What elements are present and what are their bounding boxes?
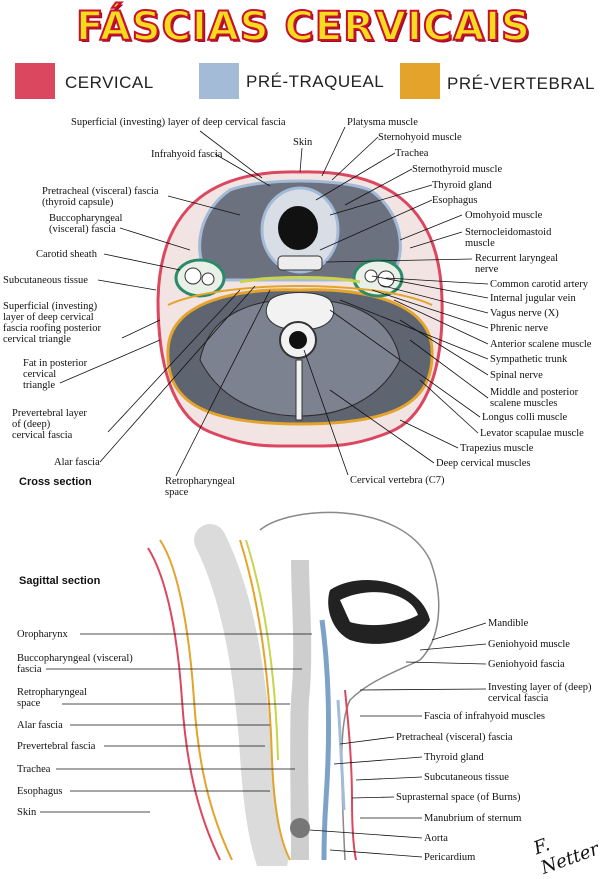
label-skin: Skin	[293, 137, 313, 148]
label-infrahyoid-fascia: Infrahyoid fascia	[151, 149, 223, 160]
label-carotid-sheath: Carotid sheath	[36, 249, 97, 260]
label-middle-scalene-sub: scalene muscles	[490, 398, 558, 409]
legend-swatch-prevertebral	[400, 63, 440, 99]
label-sag-buccopharyngeal-sub: fascia	[17, 664, 42, 675]
label-superficial-layer: Superficial (investing) layer of deep ce…	[71, 117, 286, 128]
label-suprasternal-space: Suprasternal space (of Burns)	[396, 792, 521, 803]
label-recurrent-laryngeal: Recurrent laryngeal	[475, 253, 559, 264]
label-pretracheal-fascia-sub: (thyroid capsule)	[42, 197, 114, 208]
cross-section-caption: Cross section	[19, 476, 92, 488]
label-sag-prevertebral-fascia: Prevertebral fascia	[17, 741, 96, 752]
label-roof-fascia-3: fascia roofing posterior	[3, 323, 101, 334]
label-buccopharyngeal-fascia-sub: (visceral) fascia	[49, 224, 116, 235]
label-manubrium: Manubrium of sternum	[424, 813, 522, 824]
legend-label-cervical: CERVICAL	[65, 73, 154, 92]
label-omohyoid: Omohyoid muscle	[465, 210, 543, 221]
label-recurrent-laryngeal-sub: nerve	[475, 264, 499, 275]
label-sag-thyroid: Thyroid gland	[424, 752, 484, 763]
label-mandible: Mandible	[488, 618, 529, 629]
label-longus-colli: Longus colli muscle	[482, 412, 568, 423]
label-levator-scapulae: Levator scapulae muscle	[480, 428, 584, 439]
label-aorta: Aorta	[424, 833, 448, 844]
label-sag-trachea: Trachea	[17, 764, 51, 775]
legend-swatch-pretracheal	[199, 63, 239, 99]
label-sag-buccopharyngeal: Buccopharyngeal (visceral)	[17, 653, 133, 664]
label-sag-retropharyngeal: Retropharyngeal	[17, 687, 87, 698]
label-pericardium: Pericardium	[424, 852, 476, 863]
label-fat-posterior-1: Fat in posterior	[23, 358, 88, 369]
label-trapezius: Trapezius muscle	[460, 443, 534, 454]
label-buccopharyngeal-fascia: Buccopharyngeal	[49, 213, 123, 224]
label-retropharyngeal-space-sub: space	[165, 487, 189, 498]
label-sag-esophagus: Esophagus	[17, 786, 63, 797]
label-sag-alar-fascia: Alar fascia	[17, 720, 63, 731]
label-fascia-infrahyoid: Fascia of infrahyoid muscles	[424, 711, 546, 722]
legend-label-prevertebral: PRÉ-VERTEBRAL	[447, 74, 595, 93]
label-pretracheal-fascia: Pretracheal (visceral) fascia	[42, 186, 159, 197]
label-geniohyoid-fascia: Geniohyoid fascia	[488, 659, 565, 670]
legend-swatch-cervical	[15, 63, 55, 99]
label-roof-fascia-1: Superficial (investing)	[3, 301, 98, 312]
label-fat-posterior-2: cervical	[23, 369, 57, 380]
label-spinal-nerve: Spinal nerve	[490, 370, 543, 381]
label-fat-posterior-3: triangle	[23, 380, 56, 391]
label-deep-cervical-muscles: Deep cervical muscles	[436, 458, 531, 469]
label-vagus-nerve: Vagus nerve (X)	[490, 308, 559, 319]
label-anterior-scalene: Anterior scalene muscle	[490, 339, 592, 350]
label-investing-layer-sub: cervical fascia	[488, 693, 549, 704]
label-phrenic-nerve: Phrenic nerve	[490, 323, 549, 334]
label-common-carotid: Common carotid artery	[490, 279, 588, 290]
label-investing-layer: Investing layer of (deep)	[488, 682, 592, 693]
label-thyroid-gland: Thyroid gland	[432, 180, 492, 191]
label-prevertebral-layer-3: cervical fascia	[12, 430, 73, 441]
label-esophagus: Esophagus	[432, 195, 478, 206]
label-sternothyroid: Sternothyroid muscle	[412, 164, 503, 175]
label-prevertebral-layer-1: Prevertebral layer	[12, 408, 87, 419]
label-trachea: Trachea	[395, 148, 429, 159]
label-internal-jugular: Internal jugular vein	[490, 293, 576, 304]
label-sag-pretracheal: Pretracheal (visceral) fascia	[396, 732, 513, 743]
label-sternocleidomastoid: Sternocleidomastoid	[465, 227, 552, 238]
label-roof-fascia-4: cervical triangle	[3, 334, 71, 345]
label-platysma: Platysma muscle	[347, 117, 418, 128]
label-roof-fascia-2: layer of deep cervical	[3, 312, 94, 323]
label-subcutaneous-tissue: Subcutaneous tissue	[3, 275, 88, 286]
label-geniohyoid-muscle: Geniohyoid muscle	[488, 639, 570, 650]
label-alar-fascia: Alar fascia	[54, 457, 100, 468]
label-sternocleidomastoid-sub: muscle	[465, 238, 495, 249]
label-retropharyngeal-space: Retropharyngeal	[165, 476, 235, 487]
label-sympathetic-trunk: Sympathetic trunk	[490, 354, 568, 365]
label-sternohyoid: Sternohyoid muscle	[378, 132, 462, 143]
label-sag-retropharyngeal-sub: space	[17, 698, 41, 709]
page-title: FÁSCIAS CERVICAIS	[75, 3, 531, 51]
label-sag-skin: Skin	[17, 807, 37, 818]
sagittal-section-caption: Sagittal section	[19, 575, 101, 587]
legend-label-pretracheal: PRÉ-TRAQUEAL	[246, 72, 385, 91]
label-cervical-vertebra: Cervical vertebra (C7)	[350, 475, 445, 486]
label-sag-subcutaneous: Subcutaneous tissue	[424, 772, 509, 783]
label-middle-scalene: Middle and posterior	[490, 387, 579, 398]
label-prevertebral-layer-2: of (deep)	[12, 419, 51, 430]
label-oropharynx: Oropharynx	[17, 629, 68, 640]
